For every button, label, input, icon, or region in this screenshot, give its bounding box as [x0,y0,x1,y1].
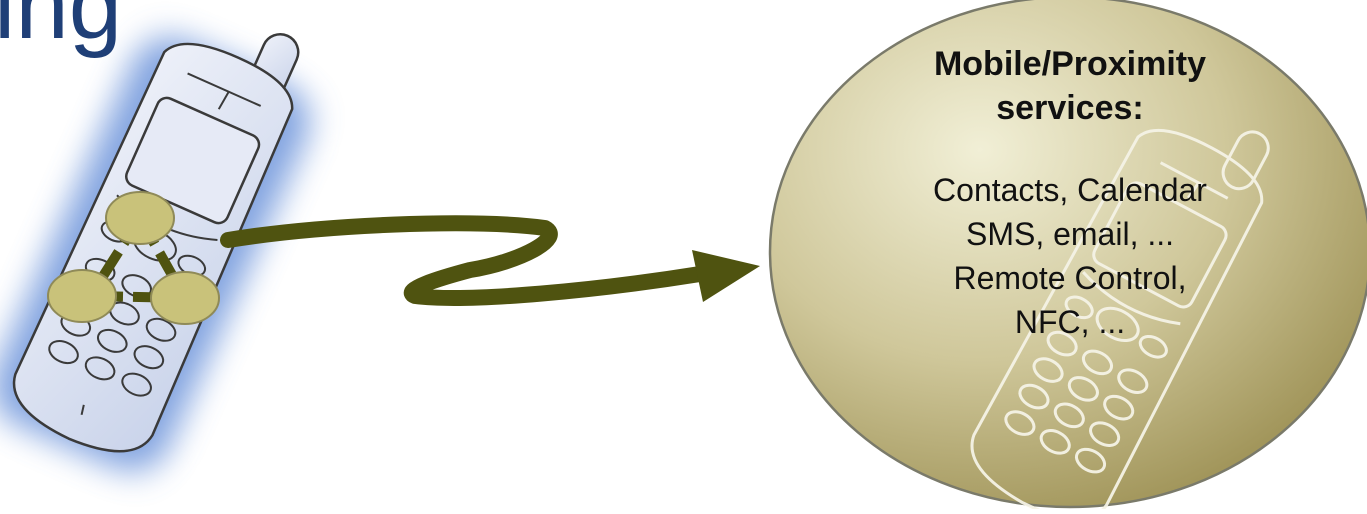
mobile-phone-icon [0,33,311,472]
service-line-nfc: NFC, ... [1014,304,1126,340]
service-line-contacts: Contacts, Calendar [933,172,1207,208]
network-triangle-icon [47,191,220,325]
title-fragment: ing [0,0,123,59]
network-node-right [150,271,220,325]
phone-watermark-icon [970,128,1270,514]
arrow-head [692,250,760,302]
zigzag-arrow [220,215,760,306]
services-bubble [768,0,1367,514]
services-heading-line1: Mobile/Proximity [933,45,1207,83]
service-line-remote: Remote Control, [953,260,1187,296]
services-text: Mobile/Proximity services: Contacts, Cal… [860,42,1280,344]
services-heading-line2: services: [996,89,1144,127]
heading-spacer [860,130,1280,168]
service-line-sms: SMS, email, ... [965,216,1175,252]
network-node-top [105,191,175,245]
network-node-left [47,269,117,323]
